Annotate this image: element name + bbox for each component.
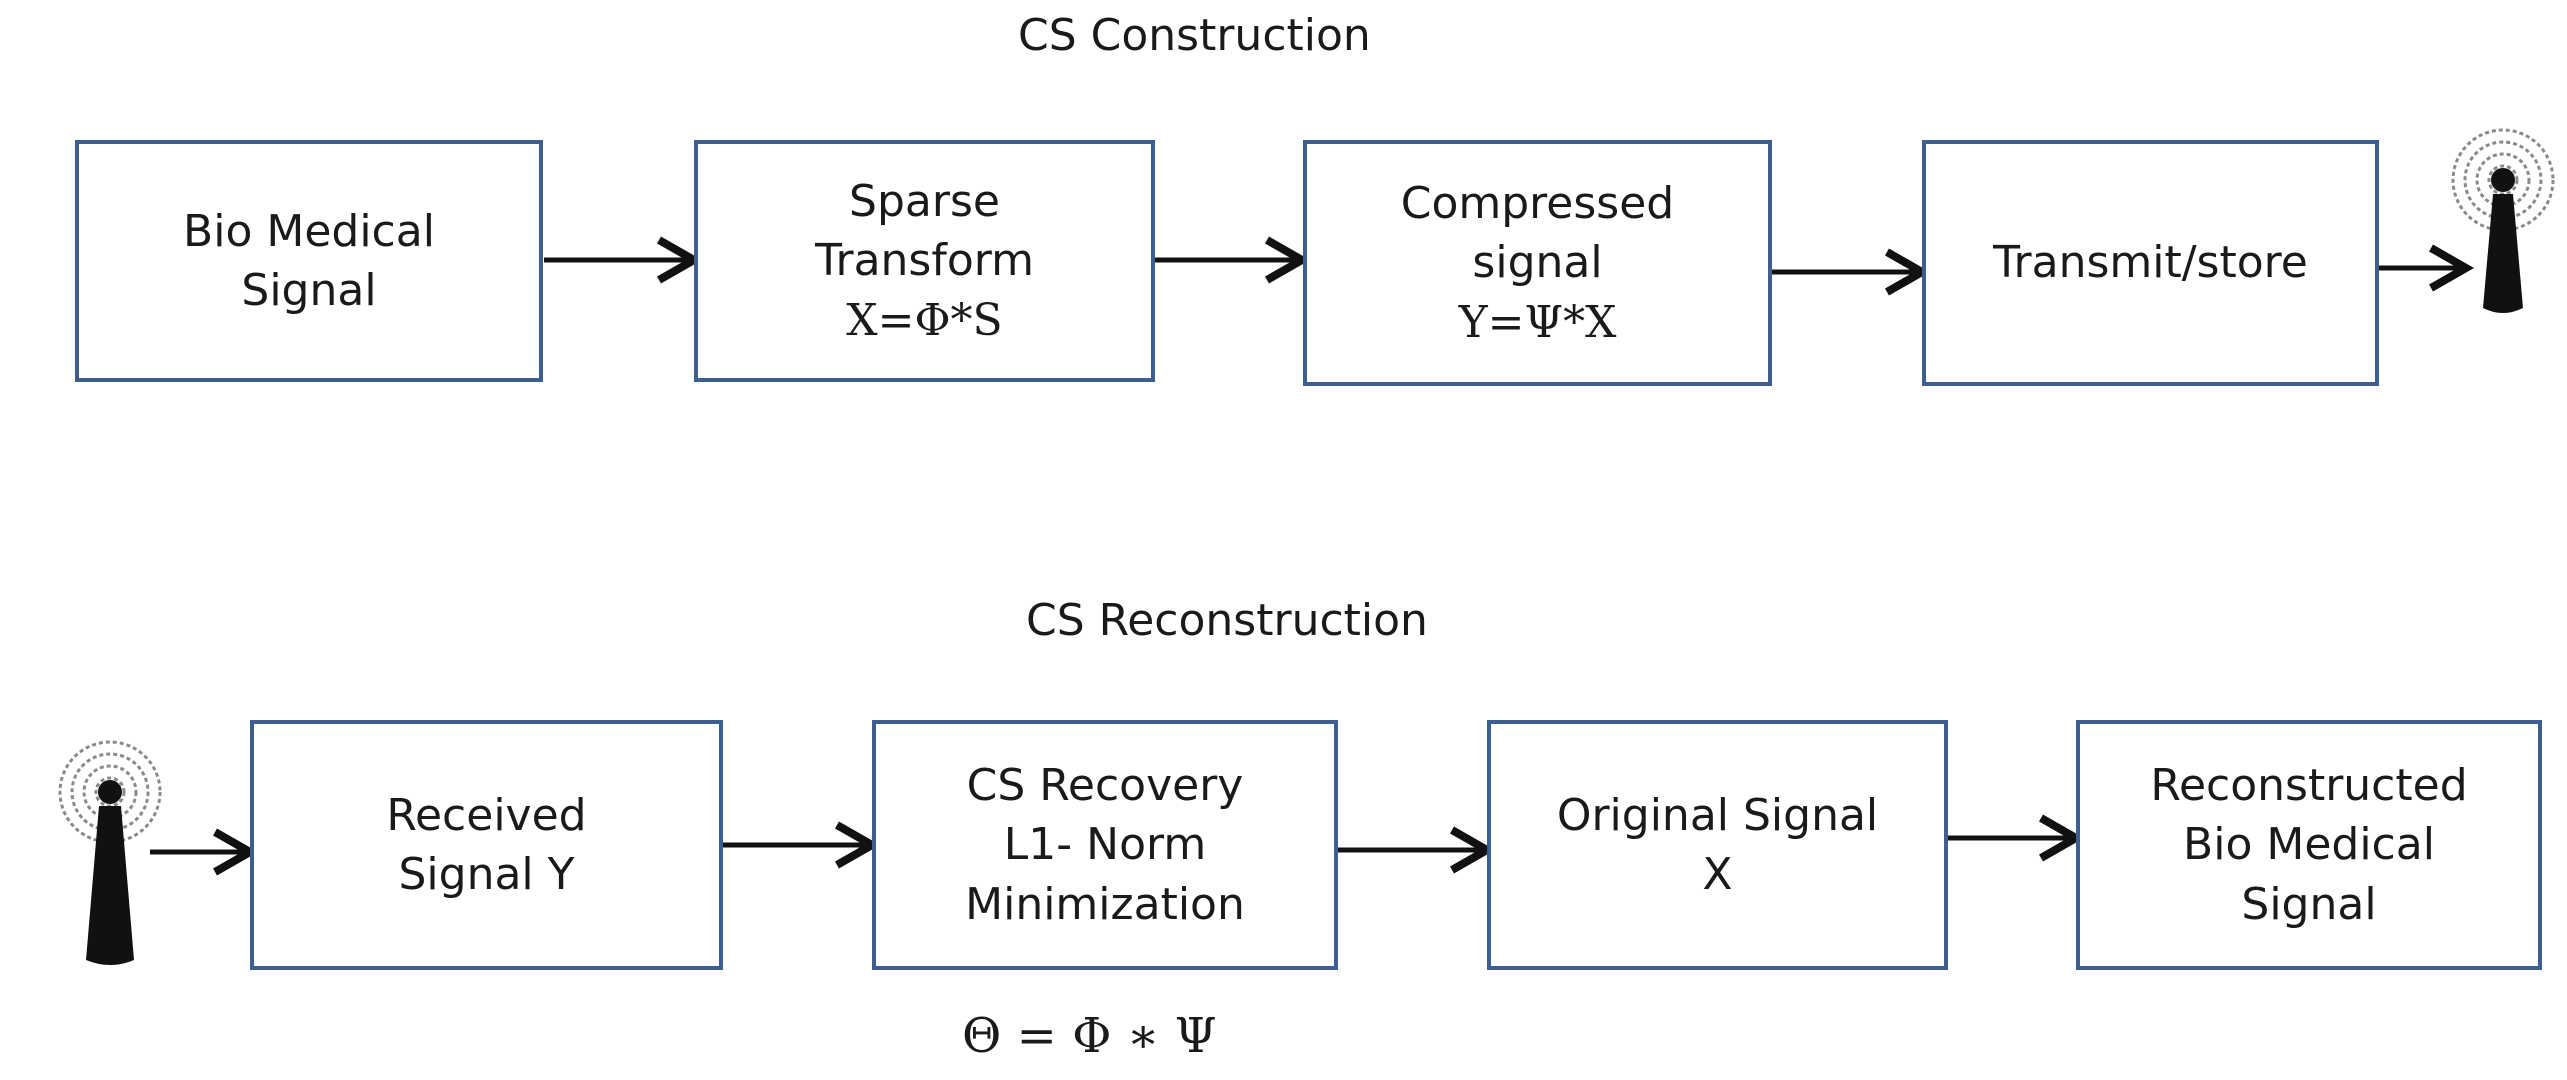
block-label-line: Signal: [241, 265, 377, 316]
block-compressed-signal: Compressed signal Y=Ψ*X: [1303, 140, 1772, 386]
block-reconstructed-signal: Reconstructed Bio Medical Signal: [2076, 720, 2542, 970]
block-transmit-store: Transmit/store: [1922, 140, 2379, 386]
block-label-line: Minimization: [965, 878, 1245, 930]
block-label-line: Sparse: [849, 175, 1000, 227]
block-label-line: CS Recovery: [966, 759, 1244, 811]
block-label-line: Compressed: [1400, 177, 1675, 229]
block-label-line: Signal Y: [398, 849, 575, 900]
block-label-line: Original Signal: [1556, 789, 1879, 841]
block-received-signal: Received Signal Y: [250, 720, 723, 970]
radio-tower-icon: [2451, 128, 2555, 313]
block-label-line: signal: [1472, 237, 1603, 289]
block-label-line: Bio Medical: [183, 205, 435, 257]
block-label-line: Transmit/store: [1993, 237, 2308, 289]
block-original-signal: Original Signal X: [1487, 720, 1948, 970]
block-label-line: Signal: [2241, 878, 2377, 930]
block-formula: Y=Ψ*X: [1458, 296, 1617, 348]
block-label-line: X: [1702, 849, 1733, 900]
block-label-line: Bio Medical: [2183, 819, 2435, 871]
reconstruction-title: CS Reconstruction: [1026, 595, 1428, 646]
block-bio-medical-signal: Bio Medical Signal: [75, 140, 543, 382]
block-label-line: L1- Norm: [1003, 819, 1207, 871]
block-formula: X=Φ*S: [846, 294, 1003, 346]
block-label-line: Transform: [815, 235, 1034, 287]
radio-tower-icon: [58, 740, 162, 965]
block-label-line: Received: [386, 789, 587, 841]
block-cs-recovery: CS Recovery L1- Norm Minimization: [872, 720, 1338, 970]
theta-formula: Θ = Φ ∗ Ψ: [962, 1008, 1217, 1064]
block-label-line: Reconstructed: [2150, 759, 2468, 811]
construction-title: CS Construction: [1018, 10, 1371, 61]
block-sparse-transform: Sparse Transform X=Φ*S: [694, 140, 1155, 382]
